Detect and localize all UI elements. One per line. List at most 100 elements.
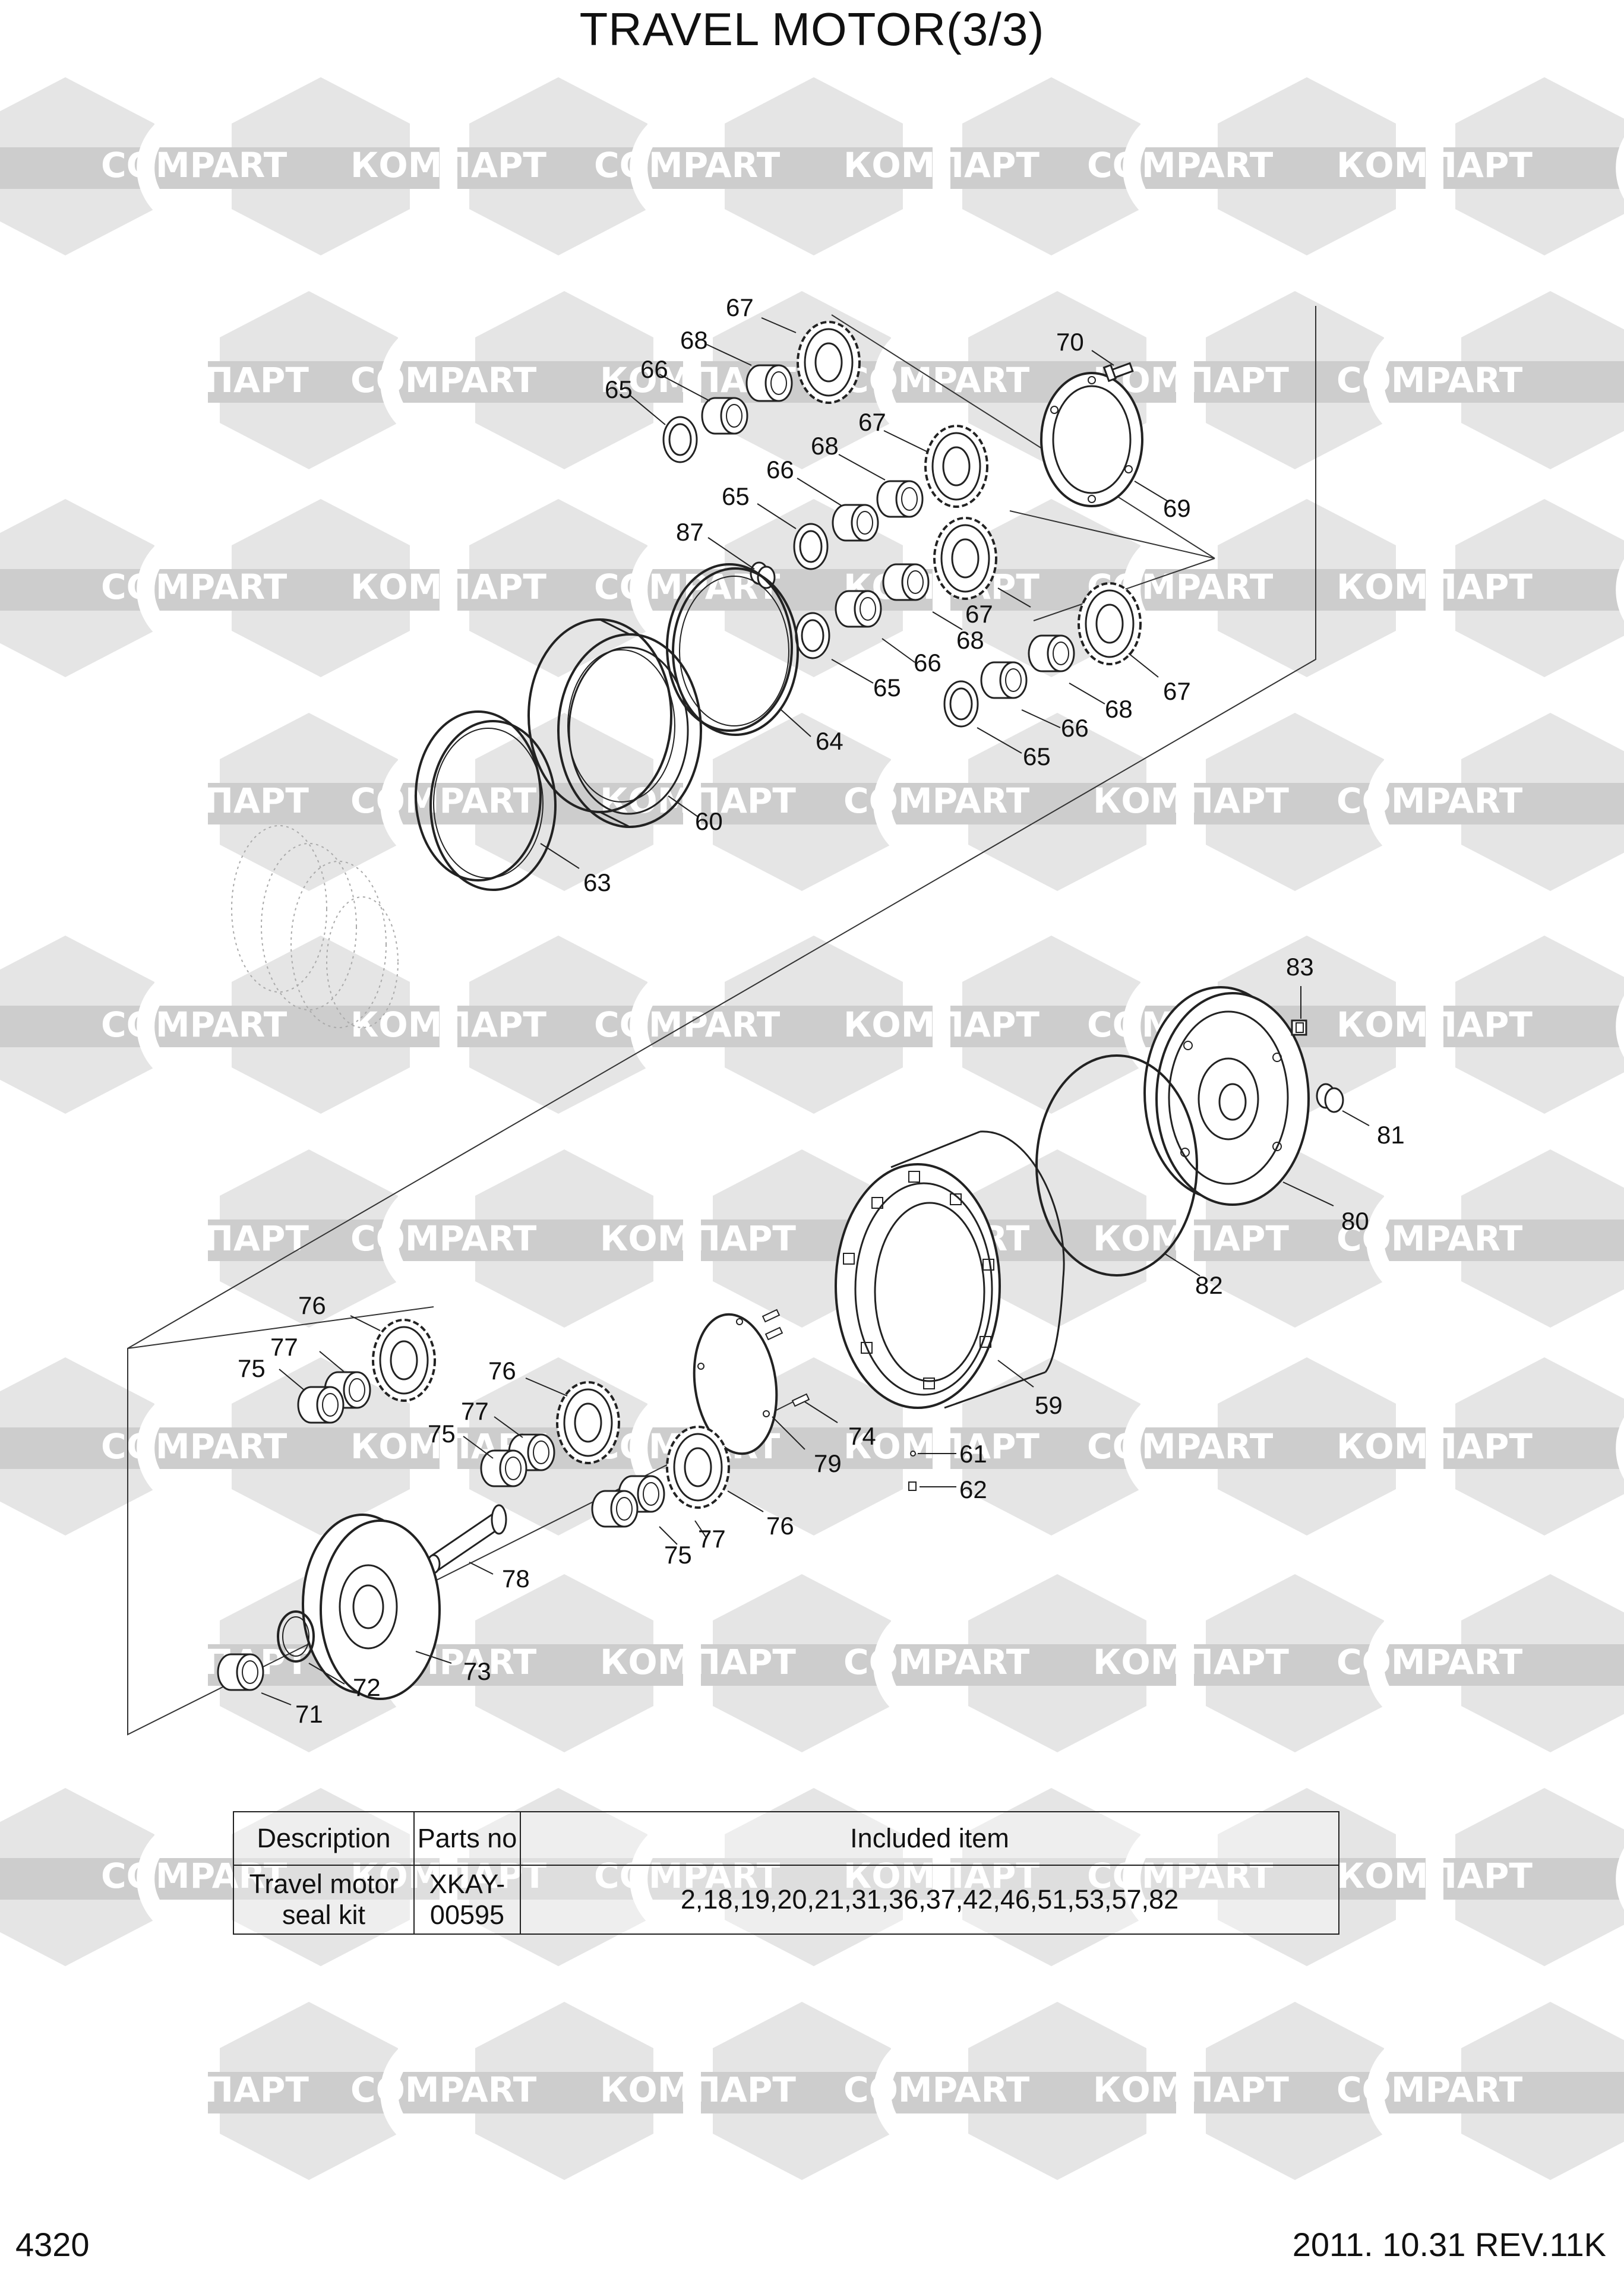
svg-text:COMPART: COMPART <box>350 781 537 821</box>
svg-text:КОМПАРТ: КОМПАРТ <box>1337 1426 1533 1467</box>
svg-text:КОМПАРТ: КОМПАРТ <box>600 2070 796 2110</box>
callout-75a: 75 <box>238 1354 266 1382</box>
table-header-included-item: Included item <box>520 1811 1339 1866</box>
callout-76a: 76 <box>298 1291 326 1319</box>
callout-65b: 65 <box>722 482 750 510</box>
svg-text:COMPART: COMPART <box>843 2070 1030 2110</box>
svg-text:COMPART: COMPART <box>350 360 537 400</box>
callout-78: 78 <box>502 1565 530 1593</box>
callout-68c: 68 <box>956 626 984 654</box>
part-75-bushing-a <box>297 1386 345 1424</box>
part-76-gear-a <box>372 1319 436 1402</box>
callout-61: 61 <box>959 1440 987 1468</box>
svg-text:КОМПАРТ: КОМПАРТ <box>113 360 309 400</box>
svg-text:КОМПАРТ: КОМПАРТ <box>113 1642 309 1682</box>
svg-text:КОМПАРТ: КОМПАРТ <box>843 145 1040 185</box>
svg-text:COMPART: COMPART <box>101 1004 287 1045</box>
part-82-o-ring <box>1035 1054 1198 1277</box>
part-66-bushing-d <box>980 661 1028 699</box>
callout-67b: 67 <box>858 408 886 436</box>
part-68-bushing-d <box>1028 634 1075 672</box>
svg-text:КОМПАРТ: КОМПАРТ <box>600 1218 796 1259</box>
svg-text:COMPART: COMPART <box>1337 360 1523 400</box>
part-70-bolt <box>1102 362 1134 383</box>
callout-66c: 66 <box>914 649 941 677</box>
page-title: TRAVEL MOTOR(3/3) <box>579 3 1045 55</box>
callout-67c: 67 <box>965 600 993 628</box>
part-67-gear-d <box>1078 582 1142 665</box>
svg-text:КОМПАРТ: КОМПАРТ <box>1337 1004 1533 1045</box>
part-76-gear-b <box>556 1381 620 1464</box>
svg-text:COMPART: COMPART <box>101 567 287 607</box>
table-header-description: Description <box>233 1811 415 1866</box>
part-78-shaft <box>426 1504 507 1574</box>
part-75-bushing-c <box>591 1490 639 1528</box>
part-65-washer-a <box>662 416 698 463</box>
svg-text:COMPART: COMPART <box>350 1218 537 1259</box>
svg-text:КОМПАРТ: КОМПАРТ <box>1093 1642 1289 1682</box>
callout-75c: 75 <box>664 1541 692 1569</box>
part-81-plug <box>1316 1083 1344 1113</box>
part-68-bushing-b <box>876 480 924 518</box>
callout-68d: 68 <box>1105 695 1133 723</box>
part-61-pin <box>910 1451 916 1457</box>
part-75-bushing-b <box>480 1449 527 1487</box>
callout-71: 71 <box>295 1700 323 1728</box>
part-76-gear-c <box>666 1426 730 1509</box>
part-67-gear-c <box>933 517 997 600</box>
part-68-bushing-a <box>745 364 793 402</box>
part-68-bushing-c <box>882 563 930 601</box>
callout-72: 72 <box>353 1673 381 1701</box>
svg-text:КОМПАРТ: КОМПАРТ <box>113 1218 309 1259</box>
callout-62: 62 <box>959 1476 987 1503</box>
callout-69: 69 <box>1163 494 1191 522</box>
part-60-floating-seal-housing <box>527 618 702 828</box>
svg-text:COMPART: COMPART <box>843 1642 1030 1682</box>
svg-text:КОМПАРТ: КОМПАРТ <box>843 1004 1040 1045</box>
svg-text:COMPART: COMPART <box>594 1004 781 1045</box>
revision-date: 2011. 10.31 REV.11K <box>1292 2226 1606 2263</box>
svg-text:COMPART: COMPART <box>1337 2070 1523 2110</box>
callout-68a: 68 <box>680 326 708 354</box>
callout-59: 59 <box>1035 1391 1063 1419</box>
part-69-cover-plate <box>1040 372 1143 507</box>
callout-76c: 76 <box>766 1512 794 1540</box>
callout-77b: 77 <box>461 1397 489 1425</box>
table-header-row: Description Parts no Included item <box>233 1811 1339 1866</box>
table-cell-parts-no: XKAY-00595 <box>413 1865 521 1935</box>
callout-77a: 77 <box>270 1333 298 1361</box>
table-cell-included-items: 2,18,19,20,21,31,36,37,42,46,51,53,57,82 <box>520 1865 1339 1935</box>
svg-text:COMPART: COMPART <box>594 145 781 185</box>
part-72-snap-ring <box>277 1610 315 1663</box>
callout-60: 60 <box>695 807 723 835</box>
table-header-parts-no: Parts no <box>413 1811 521 1866</box>
svg-text:КОМПАРТ: КОМПАРТ <box>1337 567 1533 607</box>
part-74-pins <box>762 1309 810 1407</box>
svg-text:COMPART: COMPART <box>350 2070 537 2110</box>
part-65-washer-d <box>943 680 979 728</box>
part-67-gear-a <box>797 321 861 404</box>
part-62-plug <box>908 1481 917 1491</box>
part-80-housing-cover <box>1143 986 1310 1206</box>
svg-text:COMPART: COMPART <box>843 360 1030 400</box>
callout-74: 74 <box>848 1422 876 1450</box>
svg-text:COMPART: COMPART <box>1337 781 1523 821</box>
svg-text:COMPART: COMPART <box>1087 145 1274 185</box>
callout-87: 87 <box>676 518 704 546</box>
leader-lines <box>261 317 1370 1705</box>
part-73-carrier <box>302 1514 441 1700</box>
part-66-bushing-a <box>701 397 748 435</box>
svg-text:COMPART: COMPART <box>101 145 287 185</box>
callout-83: 83 <box>1286 953 1314 981</box>
callout-75b: 75 <box>428 1420 456 1448</box>
callout-63: 63 <box>583 868 611 896</box>
parts-table: Description Parts no Included item Trave… <box>233 1811 1339 1935</box>
part-83-plug <box>1291 1019 1307 1036</box>
callout-79: 79 <box>814 1449 842 1477</box>
callout-65d: 65 <box>1023 743 1051 770</box>
callout-77c: 77 <box>698 1525 726 1553</box>
callout-65a: 65 <box>605 375 633 403</box>
callout-82: 82 <box>1195 1271 1223 1299</box>
svg-text:КОМПАРТ: КОМПАРТ <box>350 1004 546 1045</box>
